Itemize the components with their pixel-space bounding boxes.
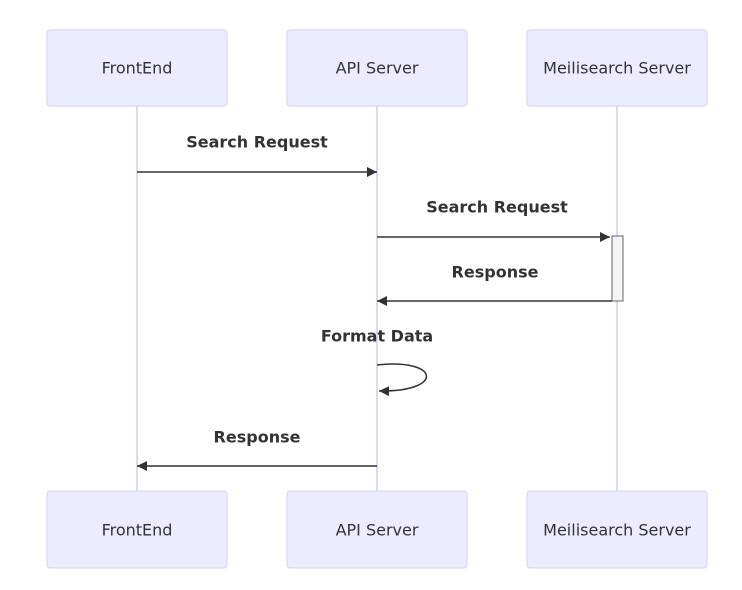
activation-bar-meilisearch	[611, 235, 624, 302]
actor-label: API Server	[336, 521, 419, 540]
actor-meilisearch-server-bottom: Meilisearch Server	[526, 490, 708, 569]
message-label: Search Request	[186, 133, 328, 152]
actor-frontend-bottom: FrontEnd	[46, 490, 228, 569]
actor-label: Meilisearch Server	[543, 59, 691, 78]
actor-api-server-bottom: API Server	[286, 490, 468, 569]
actor-label: API Server	[336, 59, 419, 78]
message-label: Format Data	[321, 327, 433, 346]
actor-label: FrontEnd	[102, 59, 173, 78]
actor-api-server-top: API Server	[286, 29, 468, 107]
self-loop-arrow	[376, 363, 428, 397]
message-label: Response	[214, 428, 301, 447]
message-response-2: Response	[137, 428, 377, 471]
message-format-data: Format Data	[321, 327, 433, 397]
actor-meilisearch-server-top: Meilisearch Server	[526, 29, 708, 107]
actor-label: Meilisearch Server	[543, 521, 691, 540]
actor-label: FrontEnd	[102, 521, 173, 540]
message-search-request-1: Search Request	[137, 133, 377, 177]
message-search-request-2: Search Request	[377, 198, 610, 242]
actor-frontend-top: FrontEnd	[46, 29, 228, 107]
message-label: Search Request	[426, 198, 568, 217]
message-response-1: Response	[377, 263, 612, 306]
message-label: Response	[452, 263, 539, 282]
